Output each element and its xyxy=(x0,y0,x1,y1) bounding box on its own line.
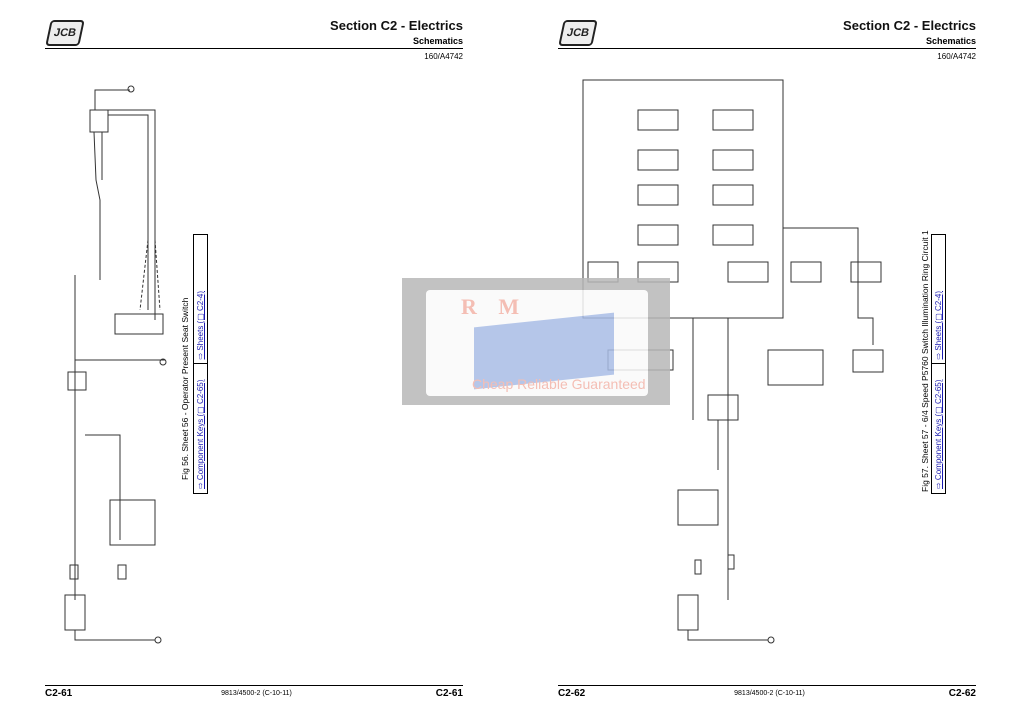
footer-ref: 9813/4500-2 (C-10-11) xyxy=(734,690,805,697)
footer-divider xyxy=(45,685,463,686)
section-subtitle: Schematics xyxy=(412,36,463,46)
section-title: Section C2 - Electrics xyxy=(843,18,976,33)
doc-code: 160/A4742 xyxy=(937,52,976,61)
watermark-brand: R M xyxy=(461,294,528,319)
watermark-tagline: Cheap Reliable Guaranteed xyxy=(472,376,646,392)
header-divider xyxy=(45,48,463,49)
page-number-left: C2-61 xyxy=(45,688,73,699)
schematic-seat-switch xyxy=(64,85,167,644)
sheets-link[interactable]: ⇨ Sheets (▢ C2-4) xyxy=(194,235,207,365)
figure-caption: Fig 56. Sheet 56 - Operator Present Seat… xyxy=(180,297,190,480)
sheets-link[interactable]: ⇨ Sheets (▢ C2-4) xyxy=(932,235,945,365)
figure-links: ⇨ Component Keys (▢ C2-65) ⇨ Sheets (▢ C… xyxy=(193,234,208,494)
footer-divider xyxy=(558,685,976,686)
header-divider xyxy=(558,48,976,49)
section-title: Section C2 - Electrics xyxy=(330,18,463,33)
right-page: JCB Section C2 - Electrics Schematics 16… xyxy=(513,0,1026,725)
component-keys-link[interactable]: ⇨ Component Keys (▢ C2-65) xyxy=(934,379,943,489)
page-number-left: C2-62 xyxy=(558,688,586,699)
watermark: R M Cheap Reliable Guaranteed xyxy=(402,278,670,405)
section-subtitle: Schematics xyxy=(925,36,976,46)
left-page: JCB Section C2 - Electrics Schematics 16… xyxy=(45,18,463,699)
page-number-right: C2-61 xyxy=(435,688,463,699)
component-keys-link[interactable]: ⇨ Component Keys (▢ C2-65) xyxy=(196,379,205,489)
footer-ref: 9813/4500-2 (C-10-11) xyxy=(221,690,292,697)
doc-code: 160/A4742 xyxy=(424,52,463,61)
schematic-illumination-ring xyxy=(582,79,884,644)
page-number-right: C2-62 xyxy=(948,688,976,699)
figure-links: ⇨ Component Keys (▢ C2-65) ⇨ Sheets (▢ C… xyxy=(931,234,946,494)
